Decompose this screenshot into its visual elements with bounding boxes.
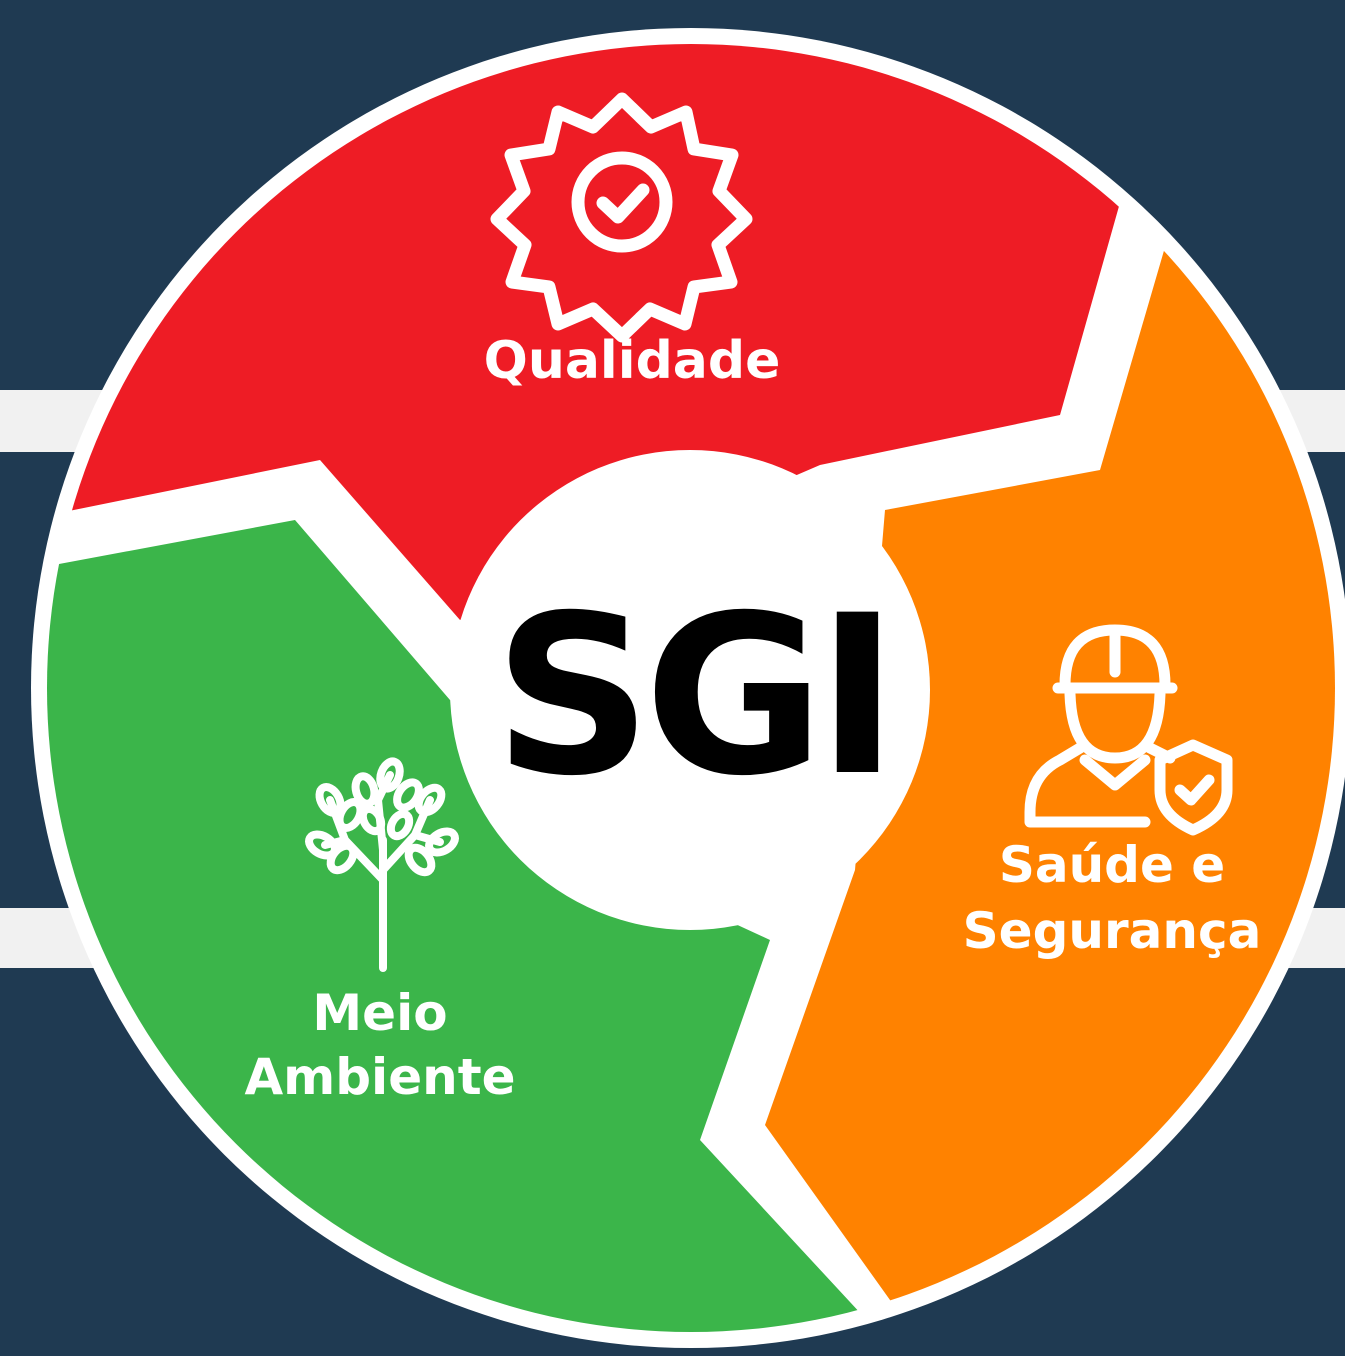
center-circle <box>450 450 930 930</box>
segment-saude-seguranca <box>765 230 1335 1332</box>
label-saude-line1: Saúde e <box>999 836 1225 894</box>
quality-badge-icon <box>490 92 753 343</box>
label-meio-line1: Meio <box>312 984 447 1042</box>
label-qualidade: Qualidade <box>484 331 781 391</box>
center-label: SGI <box>494 568 891 824</box>
worker-shield-icon <box>1024 624 1233 836</box>
tree-icon <box>305 757 459 972</box>
label-saude-line2: Segurança <box>963 902 1262 960</box>
label-meio-line2: Ambiente <box>244 1048 515 1106</box>
